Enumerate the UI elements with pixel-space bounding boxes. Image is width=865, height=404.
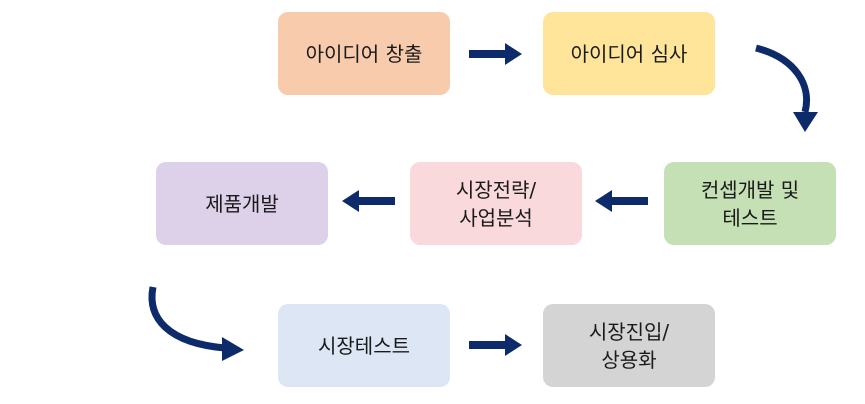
step-label-line-2: 상용화 <box>601 347 657 372</box>
step-market-test: 시장테스트 <box>278 304 450 387</box>
step-label-line-2: 사업분석 <box>459 205 533 230</box>
step-label-line-2: 테스트 <box>722 205 778 230</box>
step-label-line-1: 컨셉개발 및 <box>700 177 800 202</box>
step-concept-development-test: 컨셉개발 및 테스트 <box>664 162 836 245</box>
arrow-right-2 <box>469 334 522 356</box>
step-commercialization: 시장진입/ 상용화 <box>543 304 715 387</box>
arrow-left-1 <box>595 190 648 212</box>
step-label: 아이디어 심사 <box>570 41 688 66</box>
step-product-development: 제품개발 <box>156 162 328 245</box>
step-label: 아이디어 창출 <box>305 41 423 66</box>
step-label: 제품개발 <box>205 191 279 216</box>
arrow-right-1 <box>469 43 522 65</box>
curved-arrow-right <box>148 286 226 352</box>
step-label: 시장테스트 <box>318 333 410 358</box>
step-label-line-1: 시장전략/ <box>455 177 537 202</box>
step-idea-screening: 아이디어 심사 <box>543 12 715 95</box>
curved-arrow-down <box>755 44 810 113</box>
step-idea-generation: 아이디어 창출 <box>278 12 450 95</box>
step-label-line-1: 시장진입/ <box>588 319 670 344</box>
arrow-left-2 <box>342 190 395 212</box>
step-marketing-strategy: 시장전략/ 사업분석 <box>410 162 582 245</box>
